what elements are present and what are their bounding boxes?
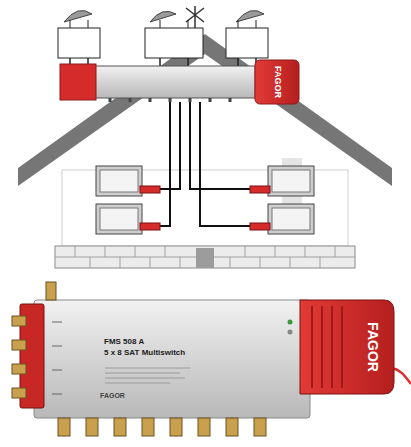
f-connector (198, 418, 210, 436)
port-marks (52, 322, 62, 394)
f-connector (46, 282, 56, 300)
tv-set (96, 204, 142, 234)
brick-lines (55, 246, 355, 268)
tv-screen (272, 208, 310, 230)
tv-screen (272, 170, 310, 192)
tv-set (268, 204, 314, 234)
tv-set (268, 166, 314, 196)
terrestrial-antenna (186, 6, 204, 28)
power-cable (392, 368, 411, 384)
led (288, 330, 293, 335)
output-ports (110, 98, 230, 102)
product-label: 5 x 8 SAT Multiswitch (104, 349, 185, 358)
lnb-frame (145, 28, 203, 58)
device-body (34, 300, 310, 418)
door (196, 248, 214, 268)
brand-logo: FAGOR (364, 322, 379, 372)
f-connector (12, 340, 26, 350)
fine-print (105, 368, 190, 383)
brand-logo: FAGOR (100, 392, 125, 400)
tv-group (96, 166, 314, 234)
input-cables (70, 58, 256, 66)
receiver (140, 186, 160, 193)
brick-base (55, 246, 355, 268)
multiswitch-rail (60, 64, 96, 100)
output-connectors (58, 418, 266, 436)
house-wall (62, 170, 348, 246)
f-connector (12, 364, 26, 374)
f-connector (12, 388, 26, 398)
f-connector (170, 418, 182, 436)
receiver (140, 223, 160, 230)
led (288, 320, 293, 325)
f-connector (12, 316, 26, 326)
multiswitch-cap (255, 60, 299, 104)
f-connector (142, 418, 154, 436)
satellite-dish (150, 11, 176, 22)
satellite-dish (236, 10, 264, 22)
lnb-frame (226, 28, 268, 58)
tv-screen (100, 170, 138, 192)
lnb-frame (58, 28, 100, 58)
receiver (250, 186, 270, 193)
tv-cables (160, 102, 250, 226)
brand-logo: FAGOR (272, 66, 282, 98)
mast-lines (70, 20, 256, 28)
tv-set (96, 166, 142, 196)
f-connector (226, 418, 238, 436)
model-label: FMS 508 A (104, 338, 144, 347)
multiswitch-body (95, 66, 255, 98)
device-cap (300, 300, 394, 394)
cap-ribs (312, 306, 342, 388)
f-connector (254, 418, 266, 436)
tv-screen (100, 208, 138, 230)
receiver (250, 223, 270, 230)
f-connector (86, 418, 98, 436)
f-connector (58, 418, 70, 436)
f-connector (114, 418, 126, 436)
antenna-group (58, 6, 268, 66)
